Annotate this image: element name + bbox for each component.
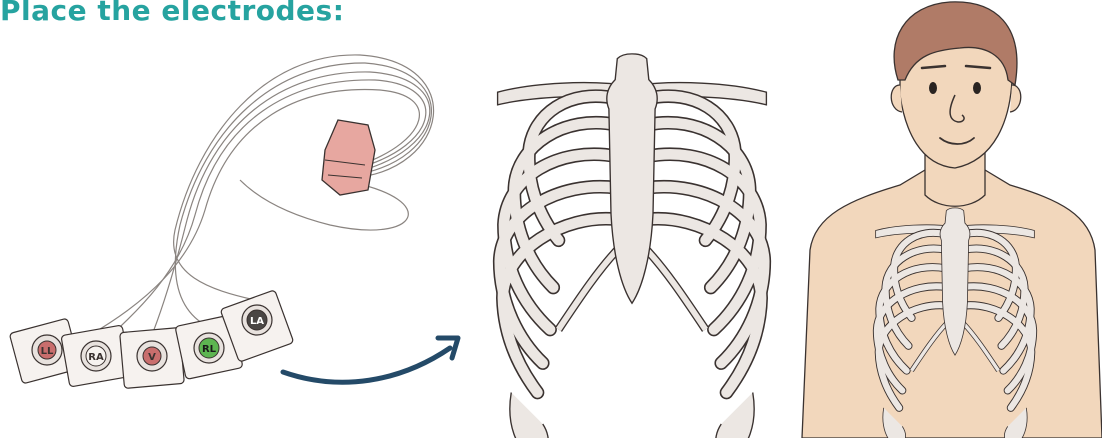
page-title: Place the electrodes: — [0, 0, 345, 27]
electrode-ra: RA — [60, 325, 132, 387]
ribcage-icon — [498, 54, 767, 438]
electrode-la: LA — [220, 290, 294, 362]
ecg-lead-cable-icon — [89, 54, 434, 346]
person-torso-icon — [801, 1, 1102, 438]
electrode-rl: RL — [175, 314, 243, 380]
electrode-label-v: V — [148, 352, 156, 363]
electrode-label-la: LA — [250, 316, 264, 327]
curved-arrow-icon — [280, 335, 461, 385]
electrode-ll: LL — [9, 318, 81, 384]
electrode-label-ll: LL — [41, 346, 54, 357]
electrode-label-ra: RA — [88, 352, 104, 363]
electrode-label-rl: RL — [202, 344, 217, 355]
electrode-v: V — [119, 327, 185, 389]
